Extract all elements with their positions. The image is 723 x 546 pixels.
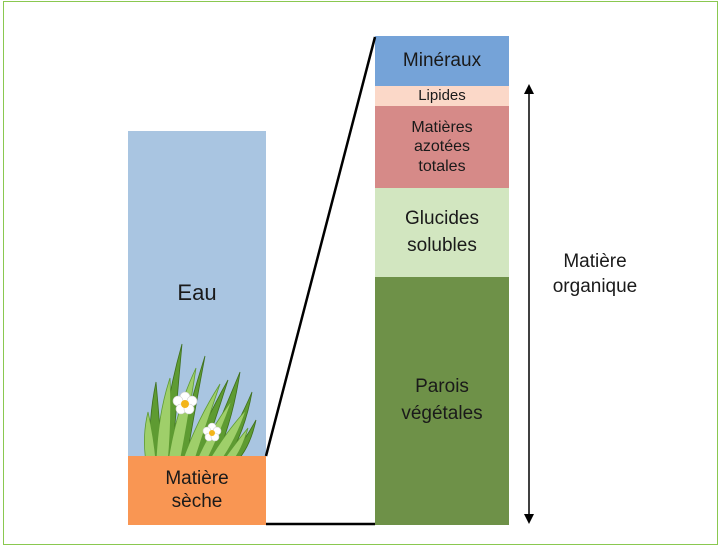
zoom-line-top: [264, 36, 377, 457]
segment-mineraux: Minéraux: [375, 36, 509, 86]
segment-parois-label: Parois végétales: [401, 376, 483, 424]
segment-parois: Parois végétales: [375, 277, 509, 525]
dry-matter-block: Matière sèche: [128, 456, 266, 525]
segment-lipides: Lipides: [375, 86, 509, 106]
organic-matter-label: Matière organique: [552, 251, 638, 297]
segment-lipides-label: Lipides: [418, 87, 466, 104]
dry-matter-label: Matière sèche: [165, 467, 229, 512]
diagram-frame: [3, 1, 718, 545]
water-label: Eau: [177, 280, 217, 306]
flower-icon: [202, 422, 222, 442]
segment-mineraux-label: Minéraux: [402, 49, 482, 71]
flower-icon: [172, 391, 198, 415]
segment-glucides-label: Glucides solubles: [405, 207, 479, 256]
segment-azotees: Matières azotées totales: [375, 106, 509, 188]
double-arrow-icon: [524, 84, 534, 524]
segment-azotees-label: Matières azotées totales: [411, 118, 473, 175]
segment-glucides: Glucides solubles: [375, 188, 509, 277]
